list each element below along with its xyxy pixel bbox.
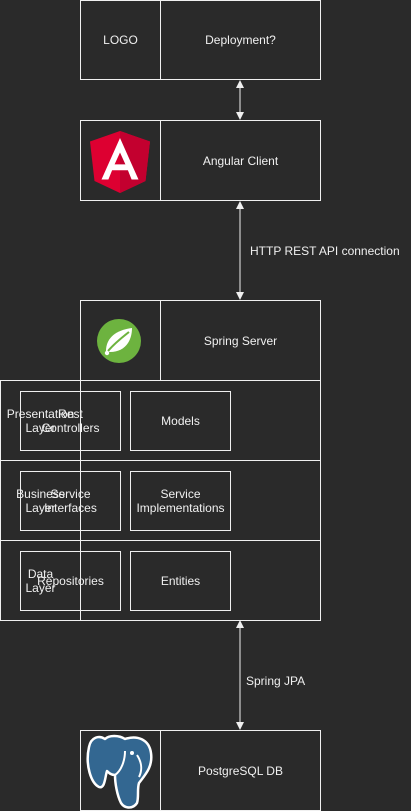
- layer-business: Business Layer Service Interfaces Servic…: [0, 460, 321, 541]
- layer-data: Data Layer Repositories Entities: [0, 540, 321, 621]
- rest-controllers-box: Rest Controllers: [20, 391, 121, 451]
- entities-box: Entities: [130, 551, 231, 611]
- layer-name: Data Layer: [25, 566, 56, 595]
- postgres-db-label: PostgreSQL DB: [198, 763, 283, 778]
- service-implementations-box: Service Implementations: [130, 471, 231, 531]
- spring-server-label: Spring Server: [203, 333, 278, 348]
- angular-client-label: Angular Client: [202, 153, 279, 168]
- angular-client-box: Angular Client: [80, 120, 321, 201]
- models-box: Models: [130, 391, 231, 451]
- repositories-box: Repositories: [20, 551, 121, 611]
- layer-presentation: Presentation Layer Rest Controllers Mode…: [0, 380, 321, 461]
- logo-text: LOGO: [103, 33, 138, 47]
- postgres-db-box: PostgreSQL DB: [80, 730, 321, 811]
- spring-server-box: Spring Server: [80, 300, 321, 381]
- service-interfaces-box: Service Interfaces: [20, 471, 121, 531]
- angular-logo-icon: [90, 131, 150, 193]
- spring-logo-icon: [96, 318, 142, 364]
- deployment-text: Deployment?: [205, 33, 276, 47]
- connection-label-jpa: Spring JPA: [246, 674, 306, 688]
- postgresql-elephant-icon: [81, 731, 159, 810]
- connection-label-http: HTTP REST API connection: [250, 244, 400, 258]
- layer-name: Business Layer: [16, 486, 65, 515]
- layer-name: Presentation Layer: [6, 406, 75, 435]
- top-box: LOGO Deployment?: [80, 0, 321, 80]
